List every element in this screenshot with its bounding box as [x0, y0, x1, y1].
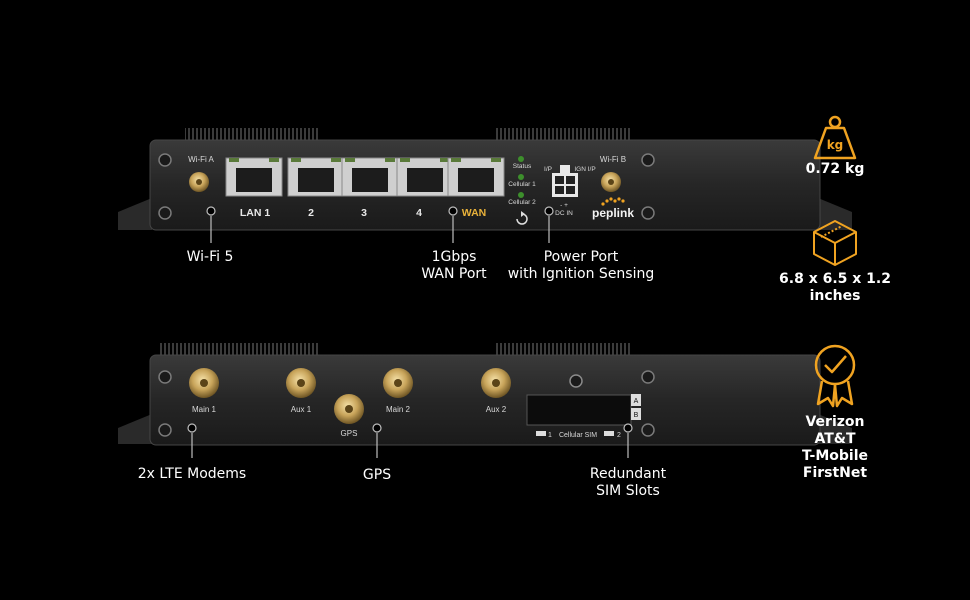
- svg-text:DC IN: DC IN: [555, 210, 573, 217]
- wifi-a-label: Wi-Fi A: [188, 155, 214, 164]
- port-label-2: 2: [308, 207, 314, 219]
- check-badge-icon: [814, 344, 856, 408]
- back-device: Main 1 Aux 1 GPS Main 2 Aux 2 A B 1 Cell…: [118, 343, 852, 446]
- antenna-label-aux1: Aux 1: [291, 405, 312, 414]
- svg-text:peplink: peplink: [592, 206, 634, 220]
- svg-text:1: 1: [548, 432, 552, 439]
- svg-text:- +: - +: [560, 202, 568, 209]
- carrier-verizon: Verizon: [805, 414, 865, 430]
- svg-text:Cellular 1: Cellular 1: [508, 181, 536, 188]
- port-label-4: 4: [416, 207, 422, 219]
- svg-text:I/P: I/P: [544, 166, 552, 173]
- svg-text:B: B: [634, 412, 639, 419]
- weight-spec: 0.72 kg: [805, 161, 865, 177]
- carrier-tmobile: T-Mobile: [802, 448, 868, 464]
- svg-text:Cellular 2: Cellular 2: [508, 199, 536, 206]
- callout-wifi5: Wi-Fi 5: [186, 249, 234, 265]
- port-label-wan: WAN: [462, 207, 487, 219]
- ethernet-ports: [225, 157, 505, 197]
- svg-text:2: 2: [617, 432, 621, 439]
- front-device: Wi-Fi A LAN 1 2 3 4 WAN Status Cellular …: [118, 128, 852, 231]
- antenna-label-gps: GPS: [341, 429, 358, 438]
- svg-text:Cellular SIM: Cellular SIM: [559, 432, 597, 439]
- peplink-logo: peplink: [592, 197, 634, 220]
- sim-tray: A B 1 Cellular SIM 2: [526, 374, 641, 439]
- wifi-b-label: Wi-Fi B: [600, 155, 626, 164]
- carrier-firstnet: FirstNet: [802, 465, 868, 481]
- front-callout-lines: [206, 206, 554, 243]
- kg-weight-icon: kg: [813, 115, 857, 160]
- antenna-label-main1: Main 1: [192, 405, 217, 414]
- antenna-label-main2: Main 2: [386, 405, 411, 414]
- callout-lte: 2x LTE Modems: [137, 466, 247, 482]
- callout-gps: GPS: [362, 467, 392, 483]
- carriers-spec: Verizon AT&T T-Mobile FirstNet: [770, 414, 900, 482]
- back-callout-lines: [187, 423, 633, 458]
- port-label-lan1: LAN 1: [240, 207, 270, 219]
- antenna-connectors: [189, 368, 511, 424]
- svg-text:A: A: [634, 398, 639, 405]
- antenna-label-aux2: Aux 2: [486, 405, 507, 414]
- reset-icon: [516, 213, 528, 225]
- svg-text:IGN I/P: IGN I/P: [574, 166, 595, 173]
- carrier-att: AT&T: [814, 431, 856, 447]
- dimensions-spec: 6.8 x 6.5 x 1.2 inches: [779, 271, 891, 304]
- power-connector: I/P IGN I/P - + DC IN: [544, 165, 596, 217]
- port-label-3: 3: [361, 207, 367, 219]
- svg-text:kg: kg: [827, 138, 844, 152]
- svg-text:Status: Status: [513, 163, 532, 170]
- cube-dimensions-icon: [813, 220, 857, 266]
- status-leds: Status Cellular 1 Cellular 2: [508, 156, 536, 225]
